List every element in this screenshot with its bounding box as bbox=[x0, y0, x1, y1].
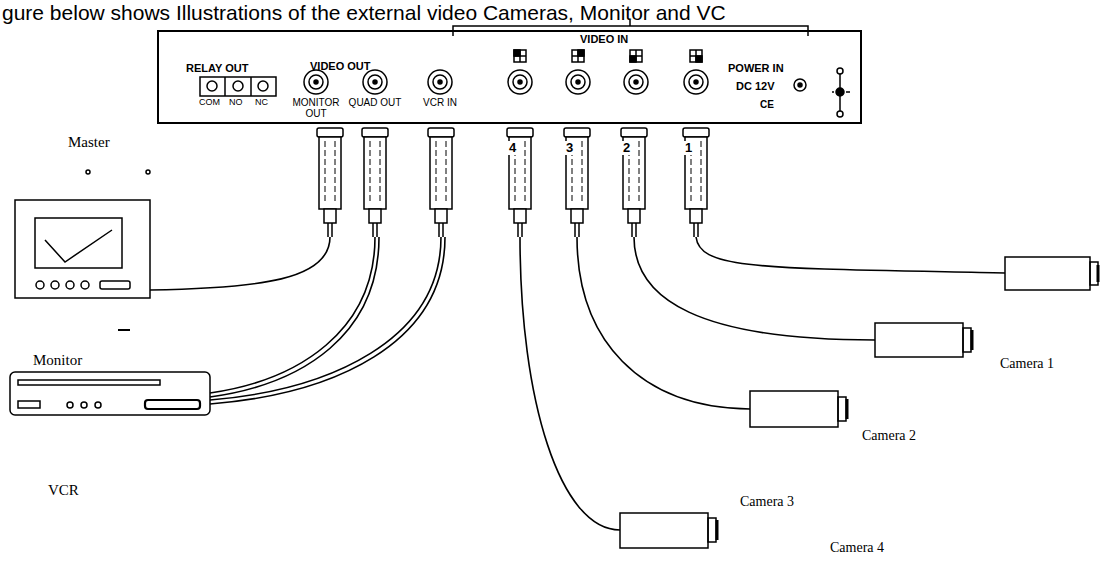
panel-label: COM bbox=[199, 98, 220, 108]
camera-cable bbox=[696, 237, 1005, 273]
vcr-drawing bbox=[10, 372, 210, 415]
heading: gure below shows Illustrations of the ex… bbox=[2, 1, 726, 24]
panel-label: RELAY OUT bbox=[186, 62, 248, 74]
bnc-plugs bbox=[317, 128, 709, 237]
power-jack-pin bbox=[798, 83, 802, 87]
polarity-symbol bbox=[832, 68, 850, 117]
monitor-drawing bbox=[15, 170, 150, 330]
rear-panel: RELAY OUT COM NO NC VIDEO OUT MONITOR OUTQUAD… bbox=[157, 30, 862, 124]
panel-label: NO bbox=[229, 98, 243, 108]
callout-number: 4 bbox=[508, 141, 517, 155]
panel-label: DC 12V bbox=[736, 80, 775, 92]
panel-label: CE bbox=[760, 99, 774, 110]
panel-label: MONITOR OUT bbox=[286, 97, 346, 119]
callout-number: 3 bbox=[565, 141, 574, 155]
device-label: Monitor bbox=[33, 352, 82, 369]
panel-label: POWER IN bbox=[728, 62, 784, 74]
panel-label: VIDEO OUT bbox=[310, 60, 371, 72]
device-label: Camera 2 bbox=[862, 428, 916, 443]
vcr-cable bbox=[210, 237, 379, 397]
panel-label: VCR IN bbox=[412, 97, 468, 108]
device-label: Camera 1 bbox=[1000, 356, 1054, 371]
camera-drawings bbox=[620, 257, 1098, 548]
cables bbox=[150, 237, 1005, 530]
panel-label: NC bbox=[255, 98, 268, 108]
device-label: Master bbox=[68, 134, 110, 151]
panel-label: QUAD OUT bbox=[347, 97, 403, 108]
panel-label: VIDEO IN bbox=[580, 33, 628, 45]
device-label: VCR bbox=[48, 482, 79, 499]
callout-number: 1 bbox=[684, 141, 693, 155]
vcr-cable bbox=[210, 237, 441, 400]
power-jack bbox=[794, 79, 806, 91]
vcr-cable bbox=[210, 237, 445, 404]
camera-cable bbox=[577, 237, 750, 409]
bnc-jacks bbox=[304, 70, 708, 94]
device-label: Camera 3 bbox=[740, 494, 794, 509]
callout-number: 2 bbox=[622, 141, 631, 155]
camera-cable bbox=[520, 237, 620, 530]
monitor-cable bbox=[150, 237, 330, 290]
device-label: Camera 4 bbox=[830, 540, 884, 555]
quad-icons bbox=[514, 50, 702, 62]
camera-cable bbox=[634, 237, 875, 340]
relay-terminal bbox=[200, 77, 276, 96]
